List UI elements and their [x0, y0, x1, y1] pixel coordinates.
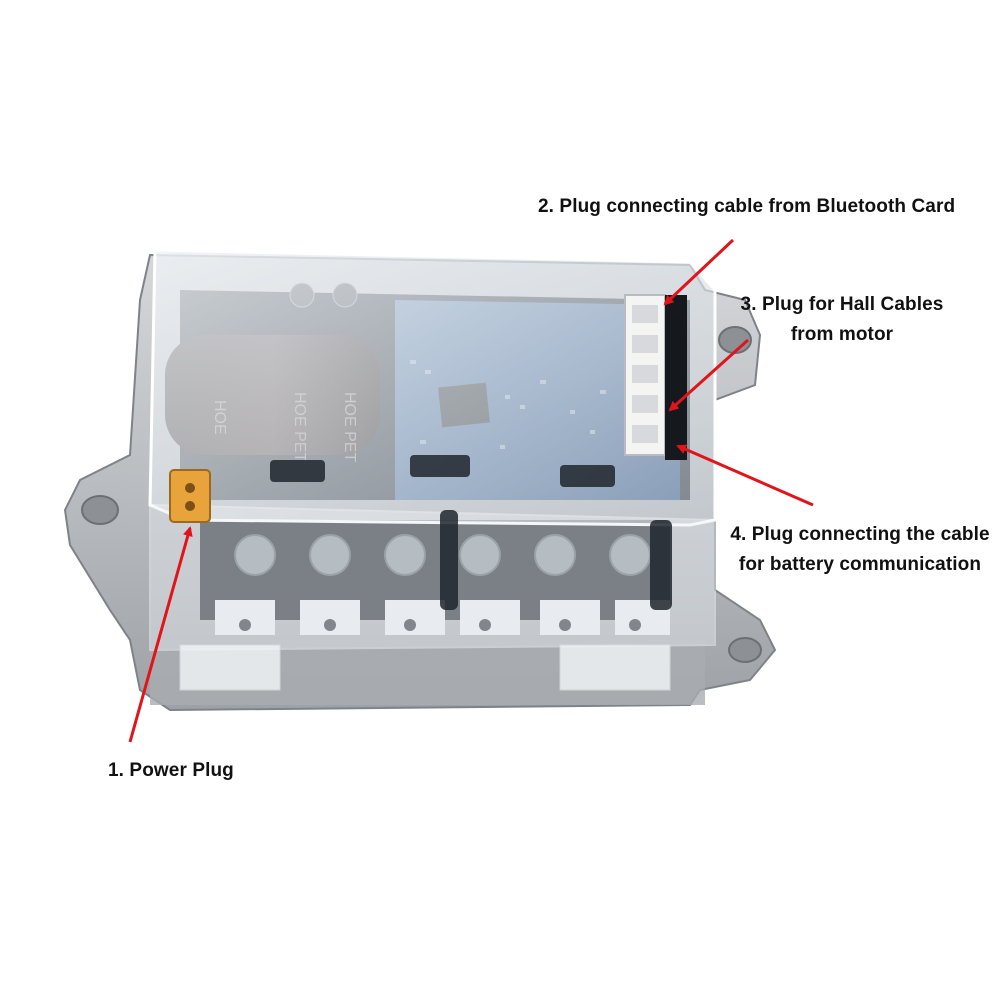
battery-plug-label-line2: for battery communication: [738, 554, 982, 575]
annotation-arrows: [128, 238, 814, 743]
arrow-icon: [128, 526, 193, 743]
power-plug-label: 1. Power Plug: [108, 756, 234, 786]
mounting-hole-left: [81, 495, 119, 525]
bluetooth-plug-label: 2. Plug connecting cable from Bluetooth …: [538, 192, 955, 222]
side-connectors: [624, 294, 687, 460]
hall-plug-label: 3. Plug for Hall Cables from motor: [712, 290, 972, 350]
mosfet-rows: [200, 520, 670, 635]
arrow-icon: [663, 238, 735, 306]
hall-plug-label-line1: 3. Plug for Hall Cables: [740, 294, 944, 315]
battery-plug-label: 4. Plug connecting the cable for battery…: [720, 520, 1000, 580]
arrow-icon: [668, 338, 750, 412]
battery-plug-label-line1: 4. Plug connecting the cable: [730, 524, 990, 545]
bluetooth-plug-label-text: 2. Plug connecting cable from Bluetooth …: [538, 196, 956, 217]
mounting-hole-right-bottom: [728, 637, 762, 663]
hall-plug-label-line2: from motor: [790, 324, 894, 345]
arrow-icon: [676, 444, 814, 507]
power-plug-connector: [169, 469, 211, 523]
power-plug-label-text: 1. Power Plug: [108, 760, 234, 781]
transparent-cover: [148, 248, 717, 691]
